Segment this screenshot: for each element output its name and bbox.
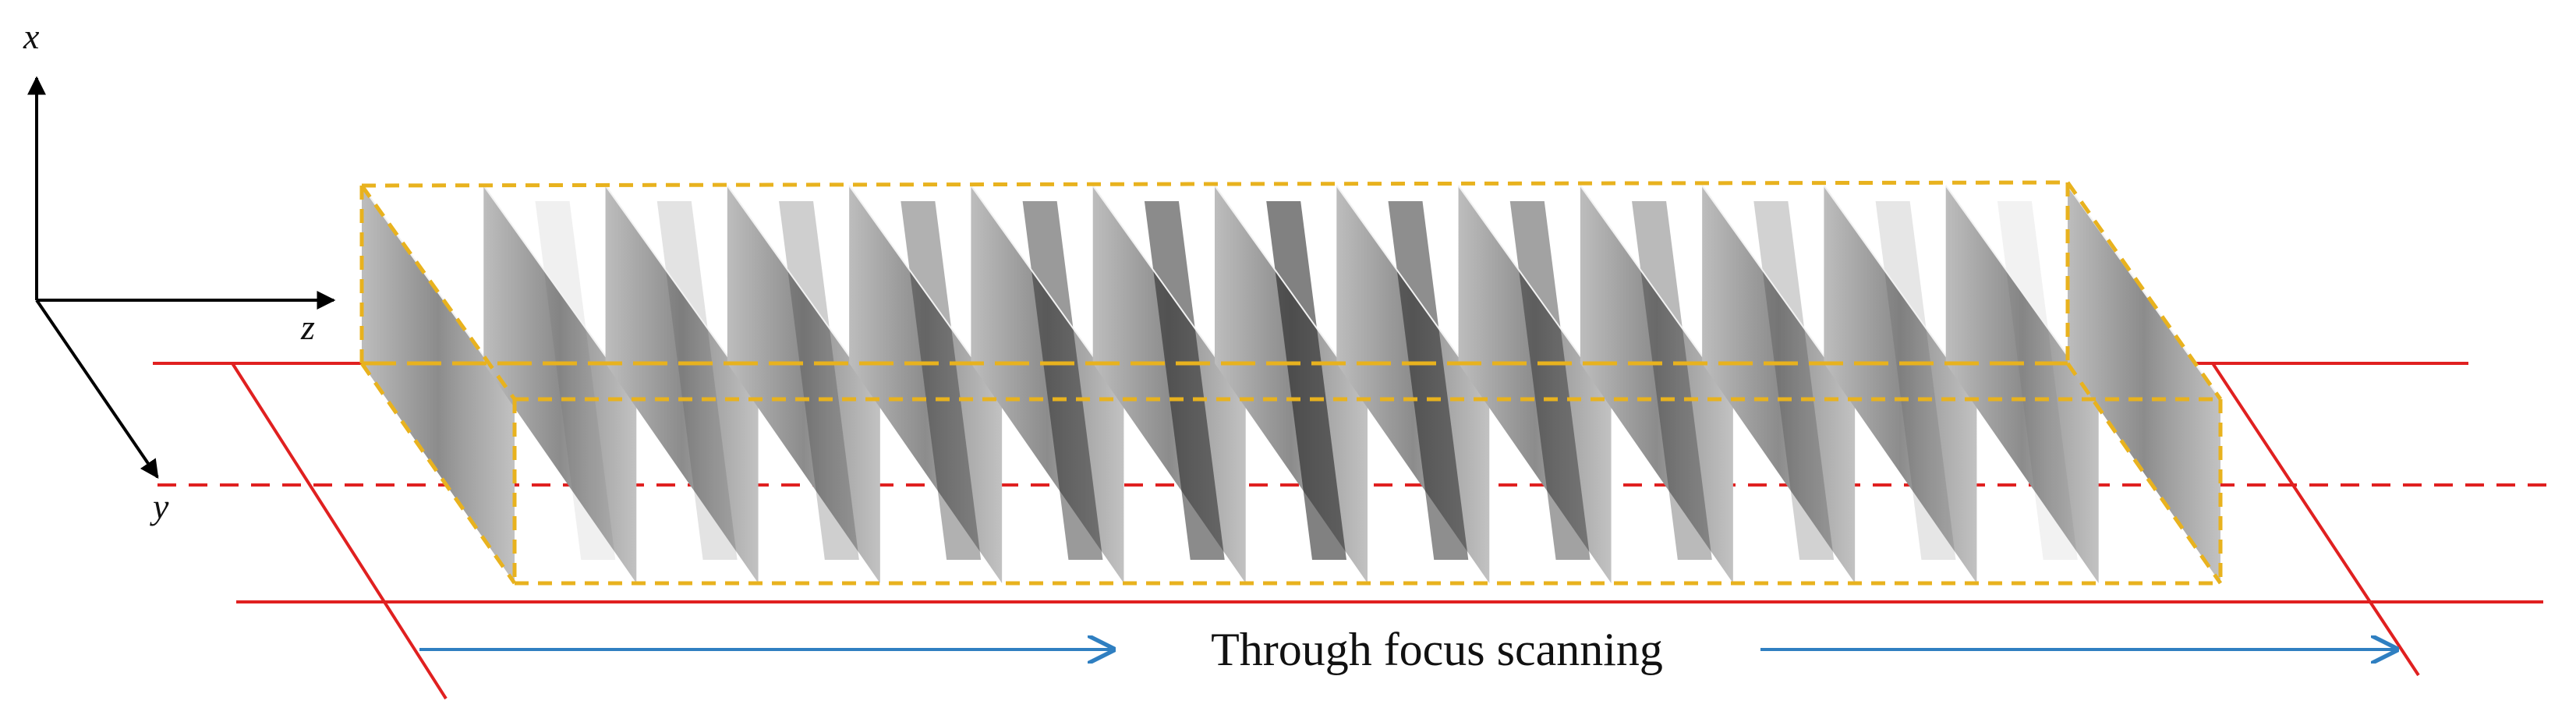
- slice-plane: [1336, 186, 1490, 583]
- slice-plane: [1824, 186, 1977, 583]
- focus-band: [1509, 201, 1591, 560]
- left-slant-line: [231, 362, 448, 700]
- slice-plane: [1458, 186, 1612, 583]
- frame-right-slant-bottom: [2065, 362, 2223, 585]
- image-slices: [361, 185, 2221, 583]
- focus-band: [656, 201, 738, 560]
- focus-band: [1632, 201, 1712, 560]
- focus-band: [1753, 201, 1835, 560]
- scan-direction: Through focus scanning: [419, 624, 2397, 675]
- focus-band: [901, 201, 982, 560]
- coordinate-axes: x z y: [23, 16, 336, 526]
- x-axis-label: x: [23, 16, 40, 56]
- focus-band: [535, 201, 616, 560]
- slice-plane: [362, 186, 515, 583]
- frame-left-slant-top: [359, 184, 517, 401]
- slice-plane: [849, 186, 1003, 583]
- slice-plane: [1580, 186, 1733, 583]
- focus-band: [1144, 201, 1225, 560]
- focus-band: [1022, 201, 1103, 560]
- slice-plane: [1702, 186, 1856, 583]
- focus-band: [1997, 201, 2078, 560]
- frame-top-back-edge: [361, 180, 2068, 188]
- slice-plane: [605, 186, 759, 583]
- focus-band: [1875, 201, 1956, 560]
- z-axis-label: z: [300, 307, 315, 347]
- focus-band: [779, 201, 859, 560]
- slice-plane: [1945, 186, 2099, 583]
- focus-band: [1266, 201, 1346, 560]
- frame-left-slant-bottom: [359, 362, 517, 585]
- scan-caption: Through focus scanning: [1211, 624, 1663, 675]
- scan-volume-frame: [359, 180, 2223, 586]
- slice-plane: [727, 186, 880, 583]
- slice-plane: [2068, 186, 2220, 583]
- slice-plane: [483, 186, 637, 583]
- y-axis-label: y: [150, 487, 169, 526]
- right-slant-line: [2211, 362, 2420, 677]
- y-axis-arrow: [35, 299, 159, 479]
- focus-band: [1388, 201, 1469, 560]
- slice-plane: [971, 186, 1124, 583]
- frame-right-slant-top: [2065, 181, 2223, 401]
